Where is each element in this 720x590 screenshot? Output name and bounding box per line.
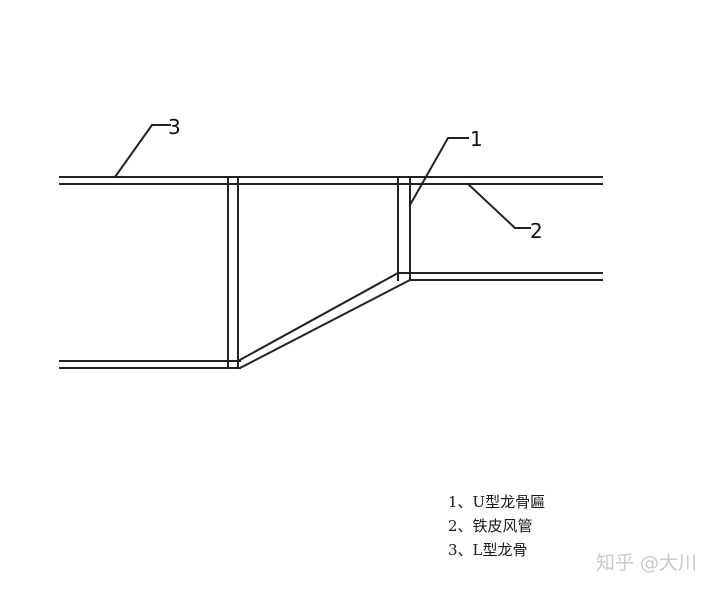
leader-line-2 <box>466 182 531 229</box>
legend-item-2: 2、铁皮风管 <box>448 517 533 535</box>
leader-line-1 <box>408 137 469 207</box>
duct-transition-wall <box>236 271 400 363</box>
callout-label-1: 1 <box>470 127 483 151</box>
leader-line-3 <box>113 124 171 179</box>
duct-transition-wall-inner <box>238 278 412 370</box>
callout-label-3: 3 <box>168 115 181 139</box>
callout-label-2: 2 <box>530 219 543 243</box>
watermark: 知乎 @大川 <box>596 552 698 574</box>
legend: 1、U型龙骨匾 2、铁皮风管 3、L型龙骨 <box>448 490 545 562</box>
legend-item-1: 1、U型龙骨匾 <box>448 493 546 511</box>
legend-item-3: 3、L型龙骨 <box>448 541 528 559</box>
